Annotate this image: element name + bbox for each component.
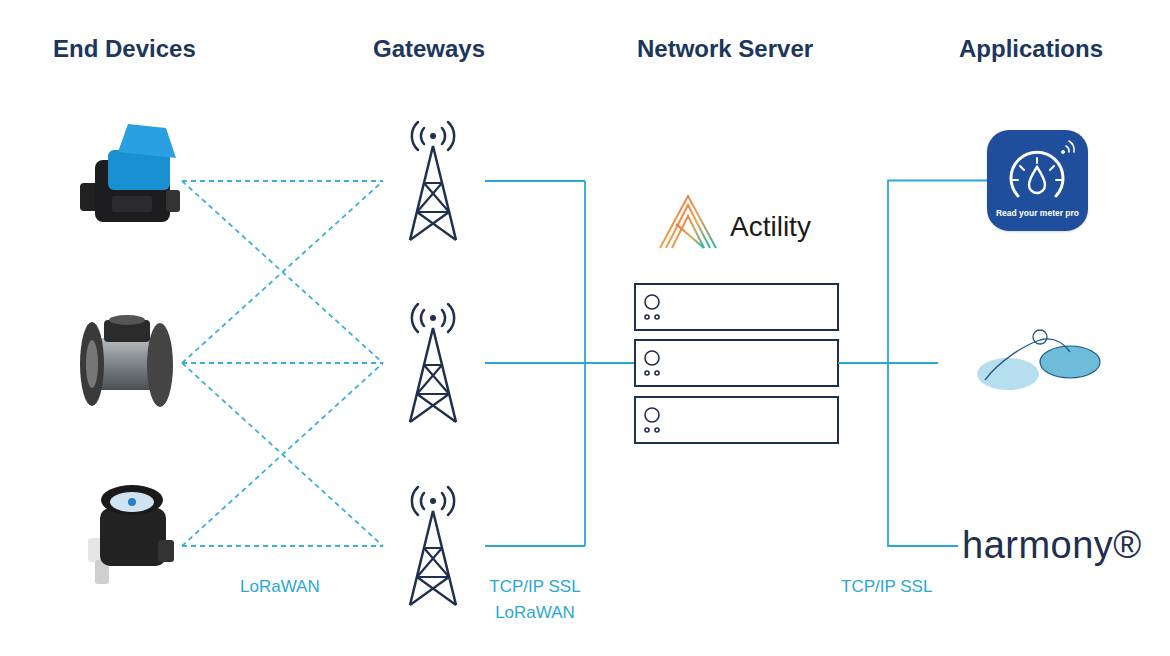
connector-line [838,363,958,546]
server-stack-art [635,284,838,443]
server-stack-art [635,340,838,386]
server-stack-art [645,351,659,365]
water-meter-blue [112,196,152,212]
actility-mark [666,205,710,248]
radio-link [182,181,383,546]
gauge-icon [1013,158,1061,180]
backhaul-wire [485,181,635,546]
server-stack-art [655,315,659,319]
water-meter-blue [166,190,180,212]
gateway-tower [410,304,456,422]
gauge-icon [1029,167,1045,193]
water-meter-flanged [86,340,98,388]
water-meter-black [101,485,163,515]
water-meter-flanged [109,315,145,325]
water-meter-black [100,508,166,566]
gauge-icon [1011,152,1063,196]
server-stack-art [655,428,659,432]
actility-mark [668,231,708,233]
app-logo-ellipses [985,340,1040,380]
app-logo-ellipses [977,358,1039,390]
column-heading: End Devices [53,34,196,64]
actility-mark [660,196,716,248]
app-logo-ellipses [1040,346,1100,378]
server-stack-art [635,284,838,330]
gauge-icon [1062,151,1065,154]
server-stack: Actility [635,195,838,445]
server-stack-art [655,371,659,375]
gauge-icon [1066,141,1074,152]
column-heading: Gateways [373,34,485,64]
water-meter-black [88,485,174,584]
server-stack-art [645,295,659,309]
water-meter-flanged [80,315,173,407]
server-stack-art [645,371,649,375]
app-logo-ellipses [1040,339,1070,352]
app-wire [888,362,938,364]
brand-name: Actility [730,211,811,243]
water-meter-black [110,492,154,512]
app-logo-ellipses [1040,346,1100,378]
water-meter-blue [80,124,180,222]
app-logo: harmony® [958,522,1123,570]
water-meter-flanged [147,323,173,407]
gauge-icon [1011,141,1074,196]
water-meter-flanged [80,322,104,406]
radio-link [182,181,383,546]
brand-name: harmony® [962,522,1142,568]
app-icon: Read your meter pro [987,130,1088,231]
app-name: Read your meter pro [987,208,1088,218]
water-meter-black [158,540,174,562]
gateway-tower [410,122,456,240]
server-stack-art [635,397,838,443]
water-meter-black [128,498,136,506]
radio-link [182,363,383,546]
column-heading: Applications [959,34,1103,64]
connector-line [838,181,987,364]
server-stack-art [645,408,659,422]
app-logo-ellipses [1033,330,1047,344]
protocol-label: LoRaWAN [240,574,320,600]
actility-mark [660,196,716,248]
column-heading: Network Server [637,34,813,64]
app-logo-ellipses [977,330,1100,390]
actility-mark [676,224,704,248]
water-meter-blue [118,124,176,158]
radio-link [182,181,383,363]
gateway-tower [410,487,456,605]
server-stack-art [645,295,659,432]
server-stack-art [645,315,649,319]
server-stack-art [645,428,649,432]
protocol-label: TCP/IP SSL [841,574,932,600]
protocol-label: TCP/IP SSL LoRaWAN [475,574,595,626]
